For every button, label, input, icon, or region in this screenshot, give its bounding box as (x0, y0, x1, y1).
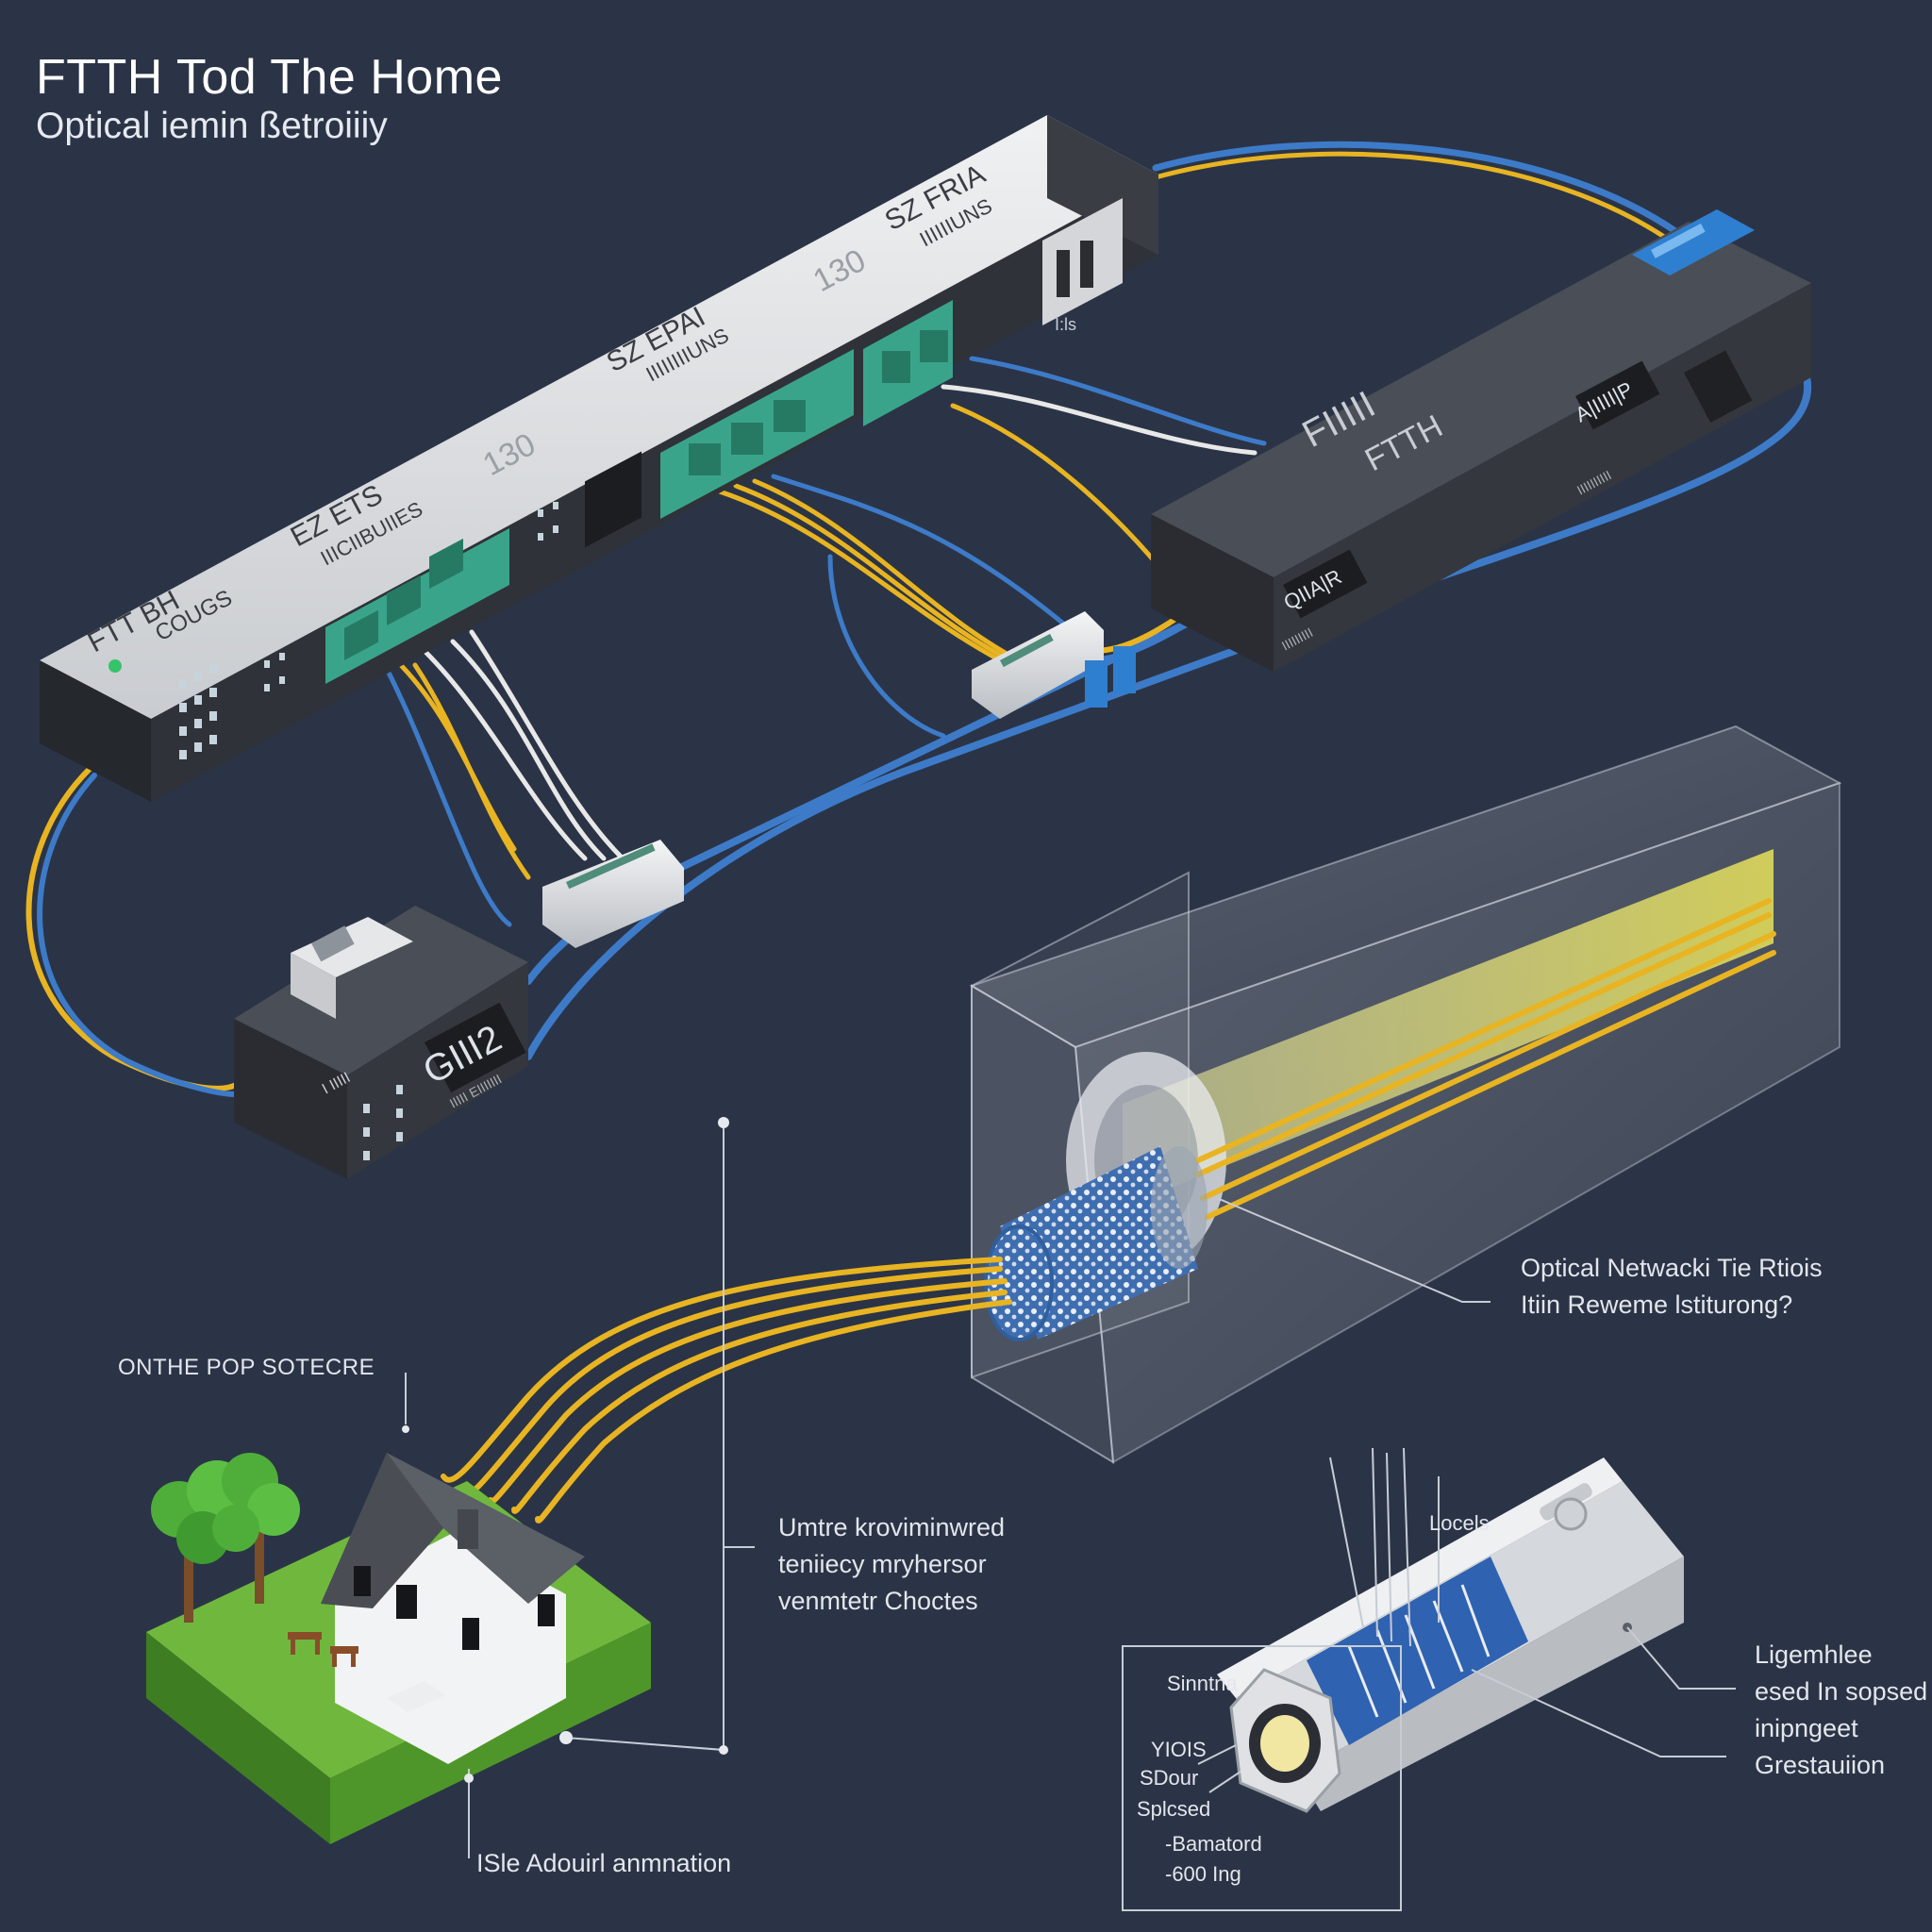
callout-splcsed: Splcsed (1137, 1797, 1211, 1821)
house-side (335, 1533, 566, 1764)
drop-fibers (441, 1257, 1012, 1524)
fiber-cables (25, 141, 1812, 1097)
callout-lig-2: esed In sopsed (1755, 1677, 1928, 1706)
splitter-lower (542, 840, 684, 948)
callout-lig-4: Grestauiion (1755, 1751, 1886, 1779)
rack-status-text: I:ls (1055, 315, 1076, 334)
cable-core (984, 1146, 1208, 1341)
rack-display-window (585, 451, 641, 548)
home-scene (146, 1453, 651, 1844)
leader-lines (405, 1123, 1736, 1911)
house-window (462, 1618, 479, 1650)
page-subtitle: Optical iemin ßetroiiiy (36, 106, 388, 146)
tree-icon (151, 1453, 300, 1623)
callout-umtre-3: venmtetr Choctes (778, 1587, 978, 1615)
callout-ing: -600 Ing (1165, 1862, 1241, 1886)
conduit-fibers (1195, 898, 1776, 1220)
callout-lig-3: inipngeet (1755, 1714, 1858, 1742)
fiber-connector (1217, 1457, 1684, 1813)
callout-bamatord: -Bamatord (1165, 1832, 1262, 1856)
connector-latch (1540, 1483, 1592, 1531)
rack-status-led (108, 659, 122, 673)
ont-display (425, 1002, 526, 1092)
callout-optical-2: Itiin Reweme lstiturong? (1521, 1291, 1793, 1319)
callout-pop: ONTHE POP SOTECRE (118, 1355, 375, 1380)
olt-display-2 (1283, 549, 1368, 619)
callout-isle: ISle Adouirl anmnation (476, 1849, 732, 1877)
rack-indicator-panel (179, 502, 558, 759)
green-port-block-1[interactable] (325, 528, 509, 684)
page-title: FTTH Tod The Home (36, 50, 503, 105)
leader-dots (402, 1117, 729, 1783)
house-window (396, 1585, 417, 1619)
bench-icon (288, 1632, 358, 1667)
olt-display (1575, 360, 1660, 430)
ont-device: GIII2 I IIIII IIIII EIIIIIII (234, 906, 528, 1179)
green-port-block-2[interactable] (660, 349, 854, 519)
callout-sdour: SDour (1140, 1766, 1199, 1790)
glass-conduit (969, 724, 1842, 1464)
olt-port-window (1683, 350, 1753, 423)
distribution-rack: FTT BH COUGS EZ ETS IIICIIBUIIES 130 SZ … (40, 115, 1158, 802)
callout-lig-1: Ligemhlee (1755, 1641, 1873, 1669)
callout-optical-1: Optical Netwacki Tie Rtiois (1521, 1254, 1823, 1282)
house-window (538, 1594, 555, 1626)
olt-device: FIIIII FTTH A|IIII|P IIIIIIIIII QIIA|R I… (1151, 209, 1811, 672)
callout-sinntna: Sinntna (1167, 1672, 1238, 1695)
splitter-upper (972, 611, 1136, 719)
callout-umtre-2: teniiecy mryhersor (778, 1550, 987, 1578)
green-port-block-3[interactable] (863, 300, 953, 426)
callout-umtre-1: Umtre kroviminwred (778, 1513, 1006, 1541)
house-window (354, 1566, 371, 1596)
callout-yiois: YIOIS (1151, 1738, 1207, 1761)
callout-locels: Locels (1429, 1511, 1490, 1535)
